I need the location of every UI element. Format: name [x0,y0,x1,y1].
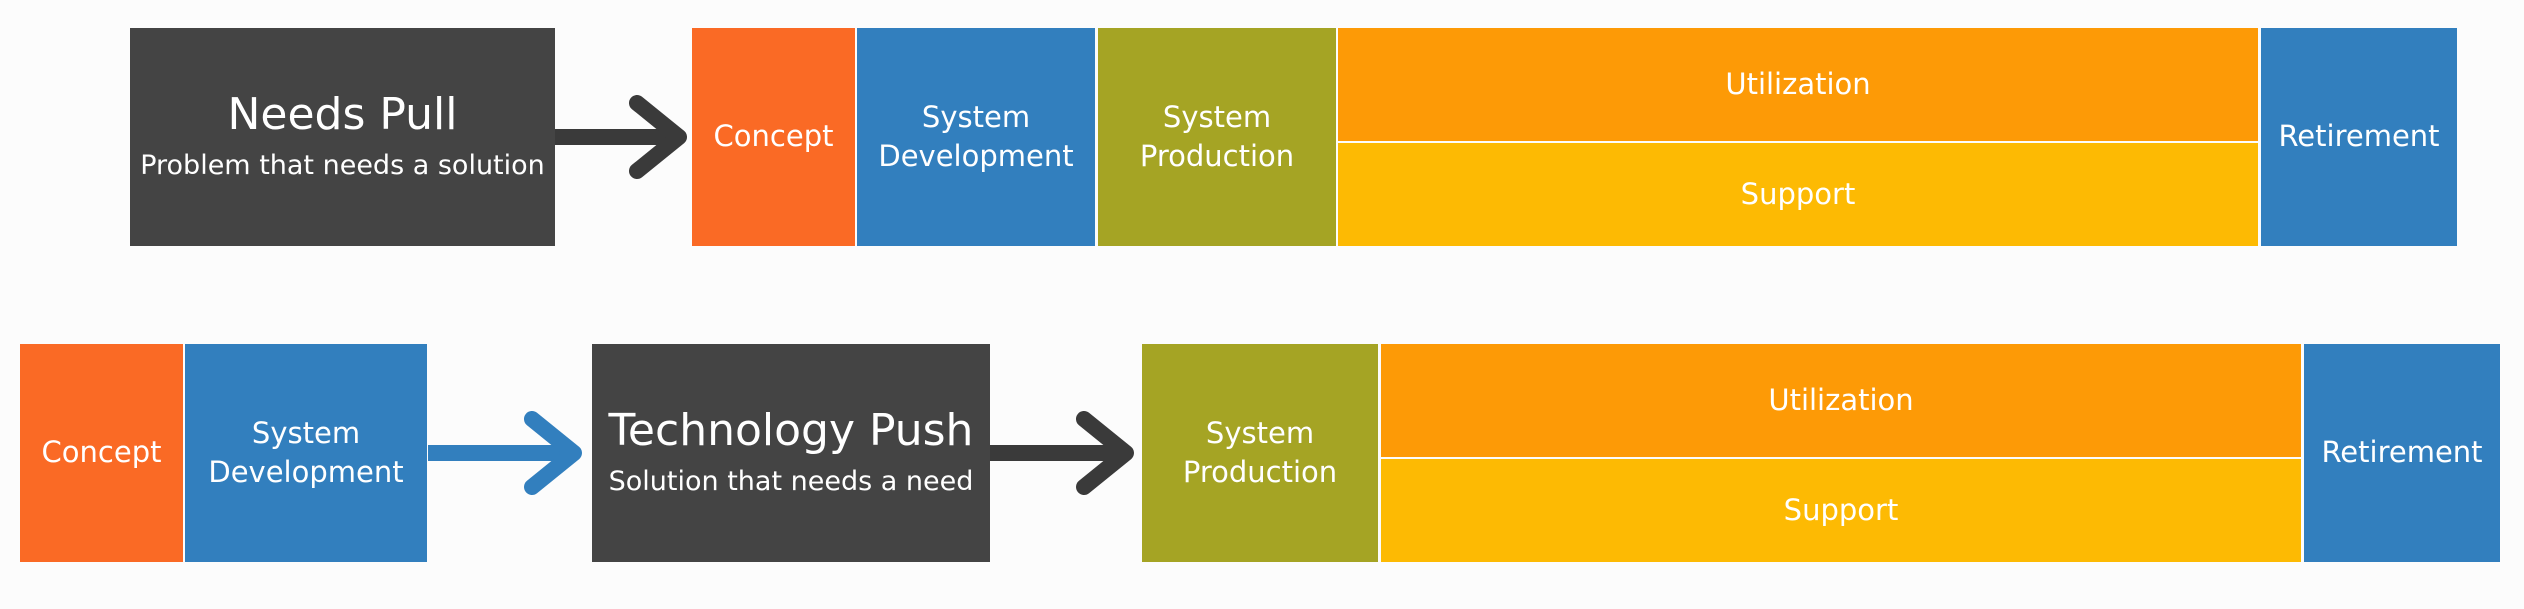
system-development-label-line2: Development [878,139,1074,173]
system-production-label-line1: System [1205,415,1315,450]
system-production-label-line2: Production [1139,139,1295,173]
right-arrow-icon [555,95,687,179]
concept-label: Concept [41,435,162,470]
right-arrow-icon [990,411,1134,495]
utilization-label: Utilization [1768,382,1914,417]
system-development-label-line1: System [251,415,361,450]
needs-pull-title: Needs Pull [227,89,458,141]
utilization-stage: Utilization [1381,344,2301,457]
retirement-label: Retirement [2321,435,2483,470]
retirement-label: Retirement [2278,119,2440,154]
needs-pull-subtitle: Problem that needs a solution [140,150,545,182]
support-stage: Support [1381,459,2301,562]
system-development-label-line2: Development [208,455,404,489]
support-label: Support [1740,176,1856,211]
technology-push-title: Technology Push [608,405,974,457]
technology-push-box: Technology Push Solution that needs a ne… [592,344,990,562]
retirement-stage: Retirement [2261,28,2457,246]
utilization-label: Utilization [1725,66,1871,101]
system-development-stage: System Development [857,28,1095,246]
system-development-label-line1: System [921,99,1031,134]
system-production-label-line2: Production [1182,455,1338,489]
concept-stage: Concept [692,28,855,246]
system-production-stage: System Production [1098,28,1336,246]
system-production-label-line1: System [1162,99,1272,134]
utilization-stage: Utilization [1338,28,2258,141]
technology-push-subtitle: Solution that needs a need [608,466,974,498]
support-stage: Support [1338,143,2258,246]
support-label: Support [1783,492,1899,527]
system-development-stage: System Development [185,344,427,562]
concept-label: Concept [713,119,834,154]
retirement-stage: Retirement [2304,344,2500,562]
right-arrow-icon [428,411,582,495]
concept-stage: Concept [20,344,183,562]
system-production-stage: System Production [1142,344,1378,562]
needs-pull-box: Needs Pull Problem that needs a solution [130,28,555,246]
